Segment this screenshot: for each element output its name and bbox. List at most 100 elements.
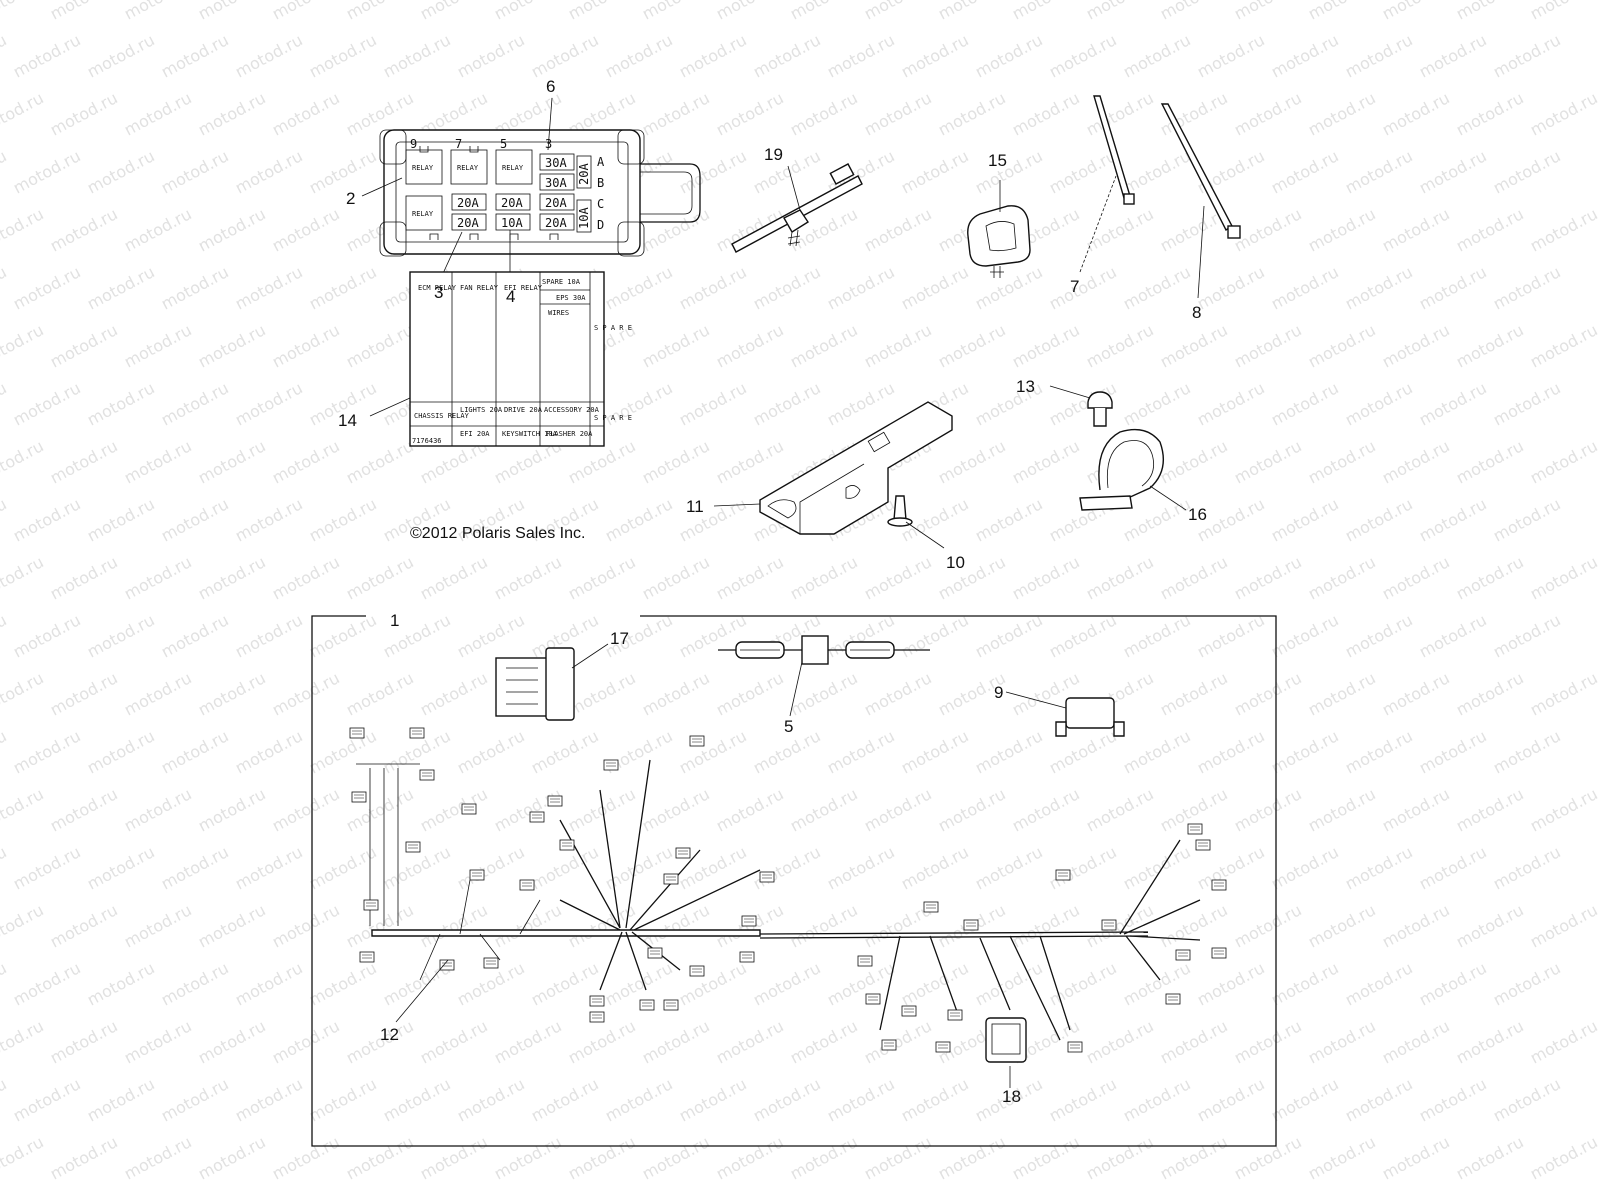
watermark-text: motod.ru (343, 436, 417, 487)
watermark-text: motod.ru (343, 0, 417, 24)
harness-connector-tag (1101, 919, 1117, 931)
watermark-text: motod.ru (935, 1132, 1009, 1183)
harness-connector-tag-lines (1214, 882, 1224, 887)
watermark-text: motod.ru (1083, 784, 1157, 835)
watermark-text: motod.ru (1379, 668, 1453, 719)
watermark-text: motod.ru (306, 958, 380, 1009)
watermark-text: motod.ru (491, 0, 565, 24)
watermark-text: motod.ru (1268, 842, 1342, 893)
watermark-text: motod.ru (1268, 494, 1342, 545)
cable-tie-with-mount (731, 163, 863, 253)
watermark-text: motod.ru (639, 668, 713, 719)
watermark-text: motod.ru (1231, 1016, 1305, 1067)
watermark-text: motod.ru (195, 668, 269, 719)
watermark-text: motod.ru (639, 1016, 713, 1067)
watermark-text: motod.ru (1120, 262, 1194, 313)
relay (1055, 697, 1125, 737)
watermark-text: motod.ru (417, 0, 491, 24)
watermark-text: motod.ru (454, 842, 528, 893)
harness-frame (311, 615, 1277, 1147)
harness-connector-tag (547, 795, 563, 807)
harness-connector-tag (1055, 869, 1071, 881)
watermark-text: motod.ru (491, 1016, 565, 1067)
harness-connector-tag (1187, 823, 1203, 835)
watermark-text: motod.ru (1453, 1132, 1527, 1183)
watermark-text: motod.ru (0, 1132, 47, 1183)
watermark-text: motod.ru (84, 610, 158, 661)
watermark-text: motod.ru (1305, 900, 1379, 951)
watermark-text: motod.ru (1120, 842, 1194, 893)
watermark-text: motod.ru (454, 30, 528, 81)
watermark-text: motod.ru (898, 262, 972, 313)
fuse-label: 30A (545, 176, 567, 190)
watermark-text: motod.ru (1083, 0, 1157, 24)
watermark-text: motod.ru (1268, 146, 1342, 197)
watermark-text: motod.ru (1083, 900, 1157, 951)
watermark-text: motod.ru (1416, 726, 1490, 777)
watermark-text: motod.ru (1527, 1132, 1600, 1183)
watermark-text: motod.ru (1120, 146, 1194, 197)
watermark-text: motod.ru (1453, 204, 1527, 255)
harness-connector-tag-lines (1178, 952, 1188, 957)
watermark-text: motod.ru (676, 262, 750, 313)
watermark-text: motod.ru (417, 784, 491, 835)
watermark-text: motod.ru (0, 88, 47, 139)
harness-connector-tag (947, 1009, 963, 1021)
harness-connector-tag-lines (926, 904, 936, 909)
chart-cell: EFI 20A (460, 430, 490, 438)
watermark-text: motod.ru (861, 1016, 935, 1067)
watermark-text: motod.ru (1453, 88, 1527, 139)
watermark-text: motod.ru (750, 958, 824, 1009)
watermark-text: motod.ru (121, 204, 195, 255)
watermark-text: motod.ru (269, 436, 343, 487)
watermark-text: motod.ru (417, 1132, 491, 1183)
watermark-text: motod.ru (1009, 320, 1083, 371)
watermark-text: motod.ru (1305, 668, 1379, 719)
callout-3: 3 (434, 283, 443, 302)
watermark-text: motod.ru (1120, 958, 1194, 1009)
watermark-text: motod.ru (1046, 262, 1120, 313)
watermark-text: motod.ru (232, 378, 306, 429)
watermark-text: motod.ru (195, 204, 269, 255)
watermark-text: motod.ru (639, 552, 713, 603)
watermark-text: motod.ru (1416, 378, 1490, 429)
watermark-text: motod.ru (787, 900, 861, 951)
watermark-text: motod.ru (121, 88, 195, 139)
harness-connector-tag (1067, 1041, 1083, 1053)
fuse-label: 20A (545, 196, 567, 210)
harness-connector-tag-lines (486, 960, 496, 965)
watermark-text: motod.ru (158, 30, 232, 81)
watermark-text: motod.ru (1527, 668, 1600, 719)
watermark-text: motod.ru (787, 784, 861, 835)
watermark-text: motod.ru (824, 726, 898, 777)
watermark-text: motod.ru (121, 1132, 195, 1183)
watermark-text: motod.ru (10, 958, 84, 1009)
watermark-text: motod.ru (1231, 900, 1305, 951)
watermark-text: motod.ru (972, 726, 1046, 777)
chart-cell: CHASSIS RELAY (414, 412, 470, 420)
harness-connector-tag-lines (692, 968, 702, 973)
watermark-text: motod.ru (269, 552, 343, 603)
fuse-label: 10A (577, 207, 591, 229)
watermark-text: motod.ru (269, 784, 343, 835)
watermark-text: motod.ru (1490, 378, 1564, 429)
watermark-text: motod.ru (232, 726, 306, 777)
watermark-text: motod.ru (10, 1074, 84, 1125)
harness-connector-tag-lines (442, 962, 452, 967)
harness-connector-tag (1195, 839, 1211, 851)
harness-connector-tag-lines (642, 1002, 652, 1007)
watermark-text: motod.ru (898, 30, 972, 81)
harness-connector-tag (603, 759, 619, 771)
fuse-label: 10A (501, 216, 523, 230)
watermark-text: motod.ru (1527, 552, 1600, 603)
watermark-text: motod.ru (47, 320, 121, 371)
watermark-text: motod.ru (676, 146, 750, 197)
callout-15: 15 (988, 151, 1007, 170)
watermark-text: motod.ru (158, 146, 232, 197)
flange-bolt (1087, 391, 1113, 427)
watermark-text: motod.ru (1231, 320, 1305, 371)
watermark-text: motod.ru (0, 494, 10, 545)
watermark-text: motod.ru (158, 1074, 232, 1125)
